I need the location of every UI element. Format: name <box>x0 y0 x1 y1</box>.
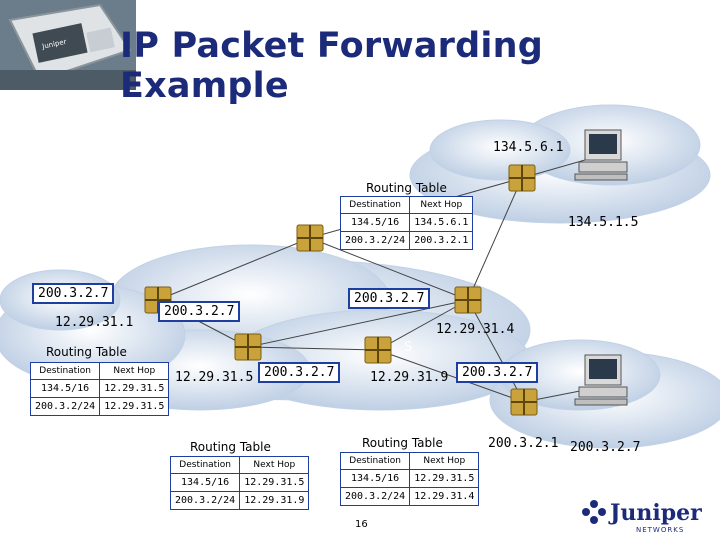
table-header: Next Hop <box>99 362 170 380</box>
chip-photo-image: Juniper <box>0 0 136 90</box>
routing-table-title-top: Routing Table <box>366 181 447 195</box>
gateway-address-bottom: 200.3.2.1 <box>488 436 559 451</box>
svg-text:Juniper: Juniper <box>608 500 702 526</box>
juniper-logo: Juniper NETWORKS <box>580 492 710 536</box>
packet-after-left-router: 200.3.2.7 <box>158 301 241 322</box>
table-header: Next Hop <box>239 456 310 474</box>
packet-lower-right: 200.3.2.7 <box>456 362 539 383</box>
routing-table-title-bottom-middle: Routing Table <box>190 440 271 454</box>
host-address-bottom: 200.3.2.7 <box>570 440 641 455</box>
interface-router-c: 12.29.31.9 <box>370 370 449 385</box>
interface-router-a: 12.29.31.5 <box>175 370 254 385</box>
table-header: Destination <box>169 456 241 474</box>
host-network-top: 134.5.1.5 <box>568 215 639 230</box>
table-header: Destination <box>339 196 411 214</box>
routing-table-title-left: Routing Table <box>46 345 127 359</box>
svg-text:NETWORKS: NETWORKS <box>636 526 684 534</box>
interface-router-b: 12.29.31.4 <box>436 322 515 337</box>
page-number: 16 <box>355 519 368 530</box>
host-address-top: 134.5.6.1 <box>493 140 564 155</box>
partial-label: S <box>404 340 413 355</box>
packet-upper-middle: 200.3.2.7 <box>348 288 431 309</box>
interface-left: 12.29.31.1 <box>55 315 134 330</box>
router-icon <box>144 164 538 416</box>
routing-table-title-bottom-right: Routing Table <box>362 436 443 450</box>
table-header: Destination <box>339 452 411 470</box>
table-header: Next Hop <box>409 196 474 214</box>
cloud-left <box>0 269 186 386</box>
table-header: Destination <box>29 362 101 380</box>
packet-left: 200.3.2.7 <box>32 283 115 304</box>
computer-icon <box>574 129 628 406</box>
table-header: Next Hop <box>409 452 480 470</box>
packet-middle: 200.3.2.7 <box>258 362 341 383</box>
page-title: IP Packet Forwarding Example <box>120 26 543 106</box>
